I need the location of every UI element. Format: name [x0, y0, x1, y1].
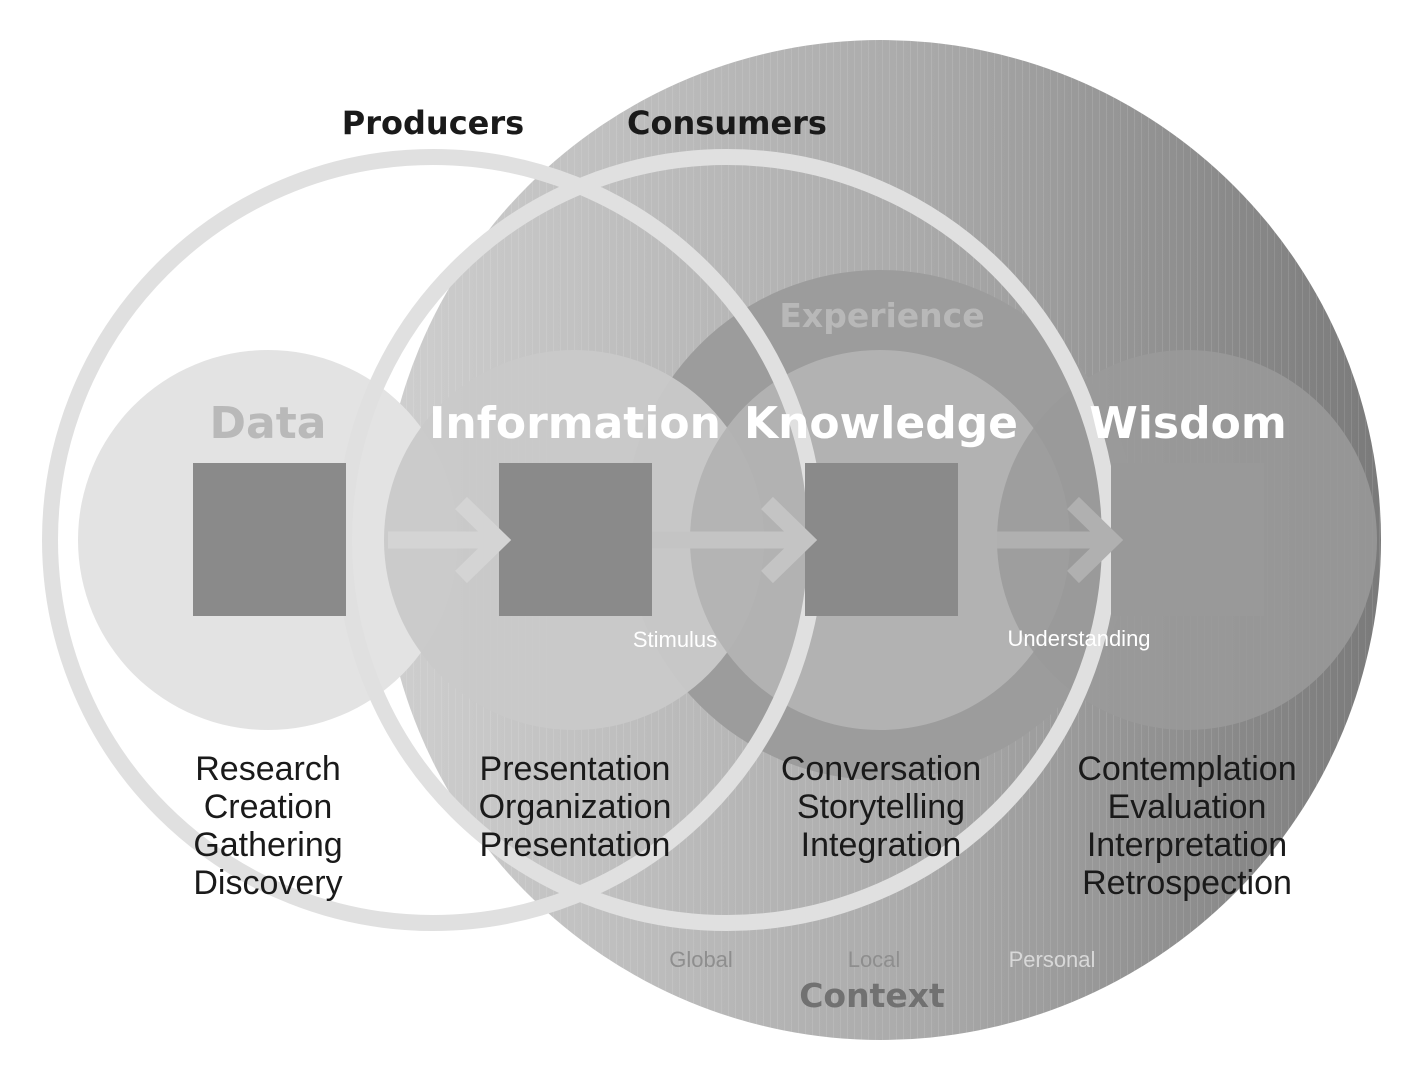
activity-label: Gathering [193, 826, 342, 864]
activity-label: Organization [479, 788, 672, 826]
activity-label: Retrospection [1082, 864, 1292, 902]
activity-label: Evaluation [1108, 788, 1267, 826]
activity-label: Interpretation [1087, 826, 1287, 864]
stage-title-knowledge: Knowledge [744, 398, 1018, 449]
wisdom-box [1111, 463, 1264, 616]
activity-label: Presentation [480, 826, 671, 864]
knowledge-box [805, 463, 958, 616]
activity-label: Contemplation [1077, 750, 1296, 788]
activity-label: Discovery [193, 864, 342, 902]
stage-title-wisdom: Wisdom [1089, 398, 1286, 449]
activity-label: Creation [204, 788, 333, 826]
producers-label: Producers [342, 104, 524, 142]
context-label: Context [799, 976, 945, 1015]
context-level-personal: Personal [1009, 947, 1096, 972]
understanding-label: Understanding [1007, 626, 1150, 651]
context-level-global: Global [669, 947, 733, 972]
activity-label: Presentation [480, 750, 671, 788]
activity-label: Integration [801, 826, 962, 864]
activity-label: Research [195, 750, 341, 788]
stage-title-information: Information [429, 398, 721, 449]
context-level-local: Local [848, 947, 901, 972]
information-box [499, 463, 652, 616]
stimulus-label: Stimulus [633, 627, 717, 652]
data-box [193, 463, 346, 616]
experience-label: Experience [779, 296, 984, 335]
consumers-label: Consumers [627, 104, 827, 142]
activity-label: Conversation [781, 750, 981, 788]
arrow-icon [652, 496, 818, 584]
arrow-icon [388, 496, 512, 584]
stage-title-data: Data [210, 398, 327, 449]
arrow-icon [997, 496, 1124, 584]
activity-label: Storytelling [797, 788, 965, 826]
